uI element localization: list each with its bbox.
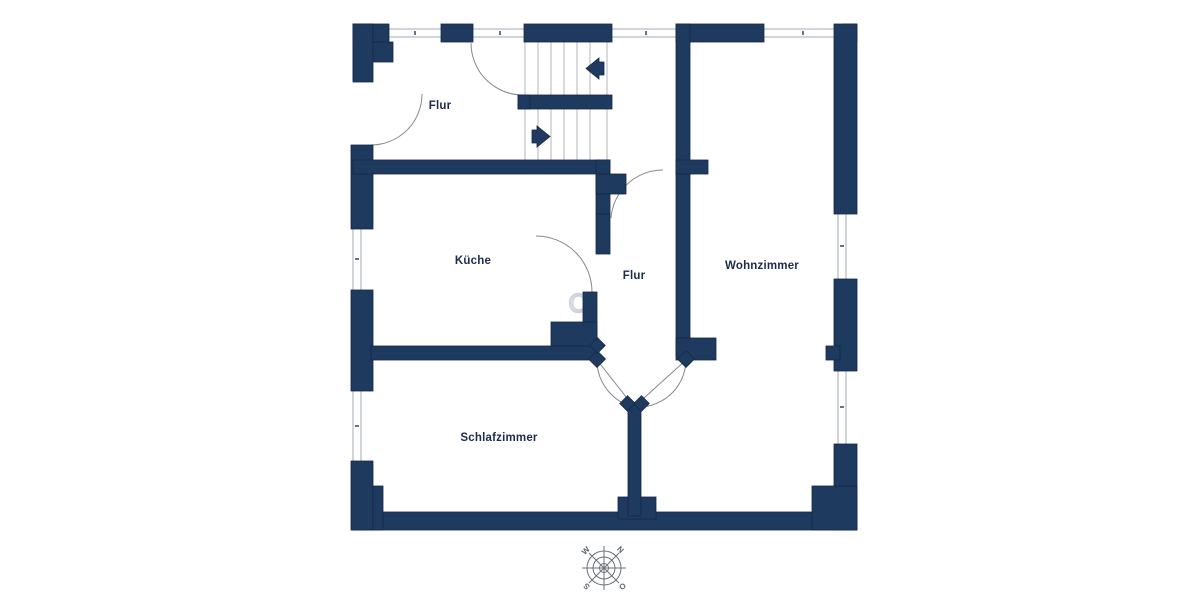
wall-stair-landing	[517, 94, 613, 110]
wall-wohnzimmer-left-upper	[675, 23, 691, 172]
compass-diag-2	[588, 552, 620, 584]
door-arc-stairhall	[470, 42, 524, 96]
wall-interior-flur-kueche	[352, 159, 611, 175]
room-label-wohnzimmer: Wohnzimmer	[725, 260, 799, 272]
wall-schlafzimmer-flur	[627, 403, 642, 517]
wall-stair-landing-nib	[517, 94, 531, 110]
door-jamb-schlafzimmer-left	[587, 349, 607, 369]
stair-arrow-up-icon	[585, 57, 605, 80]
room-label-flur-center: Flur	[623, 270, 646, 282]
wall-left-middle	[350, 289, 374, 392]
compass-rose: N O S W	[580, 544, 628, 591]
window-mullion-group	[355, 31, 844, 427]
wall-bottom-right-corner	[811, 485, 858, 531]
wall-kueche-step	[550, 321, 598, 347]
wall-left-top	[352, 23, 374, 83]
room-label-flur-upper: Flur	[429, 100, 452, 112]
room-label-kueche: Küche	[455, 255, 491, 267]
wall-top-corner-left-nib	[370, 41, 394, 63]
wall-top-pier-2	[523, 23, 613, 43]
stair-arrow-down-icon	[531, 125, 551, 148]
wall-right-nib	[825, 345, 841, 361]
compass-label-n: N	[615, 544, 626, 555]
door-arc-flur-north	[610, 169, 664, 219]
compass-label-s: S	[581, 581, 592, 592]
door-jamb-center-left	[619, 395, 636, 412]
door-arc-entrance	[370, 93, 423, 146]
wall-wohnzimmer-left-lower	[675, 170, 691, 357]
compass-label-o: O	[617, 581, 628, 592]
door-jamb-schlafzimmer-right	[676, 349, 696, 369]
wall-interior-kueche-right-mid	[595, 213, 611, 255]
door-arc-kueche	[535, 235, 593, 293]
wall-interior-kueche-schlafzimmer	[370, 345, 598, 361]
door-jamb-kueche-corner	[589, 337, 606, 354]
door-jamb-center-right	[633, 395, 650, 412]
wall-left-upper	[350, 144, 374, 230]
wall-bottom	[352, 511, 858, 531]
wall-right-upper	[833, 23, 858, 215]
wall-wohnzimmer-left-nib-top	[675, 159, 709, 175]
room-label-schlafzimmer: Schlafzimmer	[460, 432, 538, 444]
wall-group	[350, 23, 858, 531]
wall-top-pier-1	[440, 23, 474, 43]
wall-left-lower	[350, 460, 374, 531]
wall-interior-kueche-right-nib	[595, 173, 627, 195]
